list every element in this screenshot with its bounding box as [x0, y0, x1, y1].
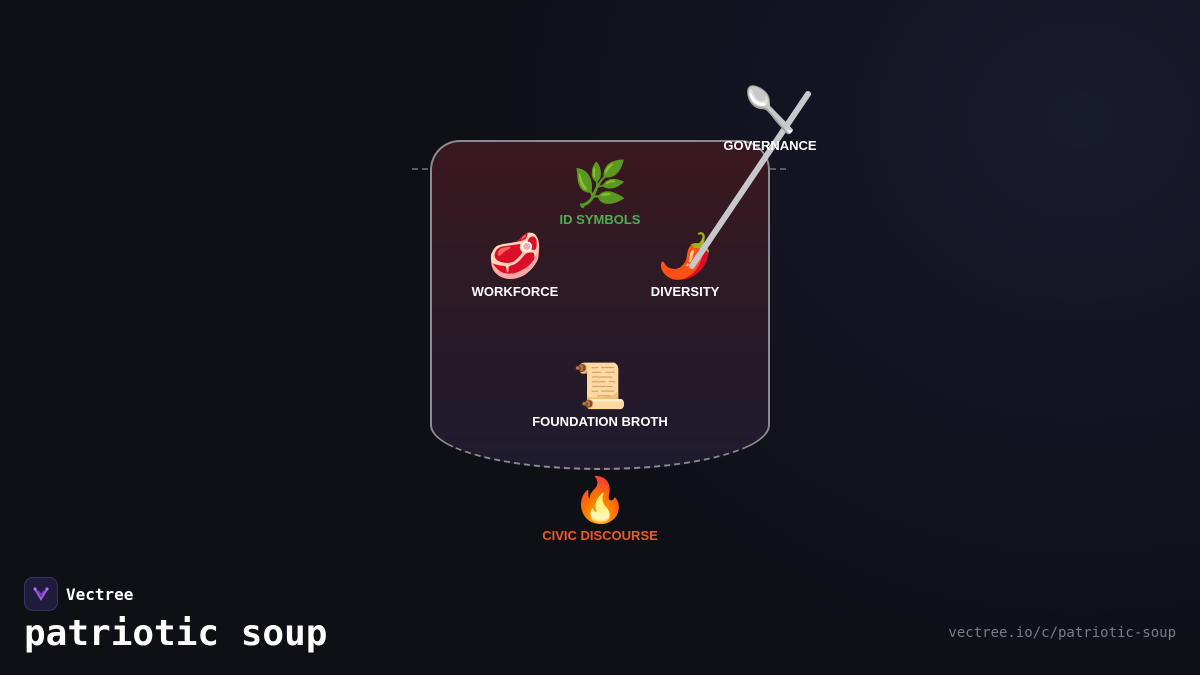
page-title: patriotic soup — [24, 613, 328, 654]
ingredient-foundation-broth: 📜 FOUNDATION BROTH — [532, 361, 668, 430]
spoon-governance: 🥄 GOVERNANCE — [723, 85, 817, 154]
ingredient-label: DIVERSITY — [650, 284, 720, 299]
ingredient-diversity: 🌶️ DIVERSITY — [650, 231, 720, 300]
pepper-icon: 🌶️ — [657, 231, 713, 282]
scroll-icon: 📜 — [572, 361, 628, 412]
herb-icon: 🌿 — [572, 159, 628, 210]
vectree-logo-icon — [24, 577, 58, 611]
page-url[interactable]: vectree.io/c/patriotic-soup — [948, 625, 1176, 641]
ingredient-id-symbols: 🌿 ID SYMBOLS — [559, 159, 641, 228]
spoon-label: GOVERNANCE — [723, 138, 817, 153]
ingredient-label: WORKFORCE — [471, 284, 559, 299]
ingredient-workforce: 🥩 WORKFORCE — [471, 231, 559, 300]
soup-pot — [430, 140, 770, 470]
spoon-icon: 🥄 — [742, 85, 798, 136]
fire-civic-discourse: 🔥 CIVIC DISCOURSE — [542, 475, 658, 544]
fire-label: CIVIC DISCOURSE — [542, 528, 658, 543]
brand: Vectree — [24, 577, 133, 611]
ingredient-label: ID SYMBOLS — [559, 212, 641, 227]
fire-icon: 🔥 — [572, 475, 628, 526]
ladle-handle-line — [689, 91, 811, 269]
brand-name: Vectree — [66, 584, 134, 604]
meat-icon: 🥩 — [487, 231, 543, 282]
ingredient-label: FOUNDATION BROTH — [532, 414, 668, 429]
